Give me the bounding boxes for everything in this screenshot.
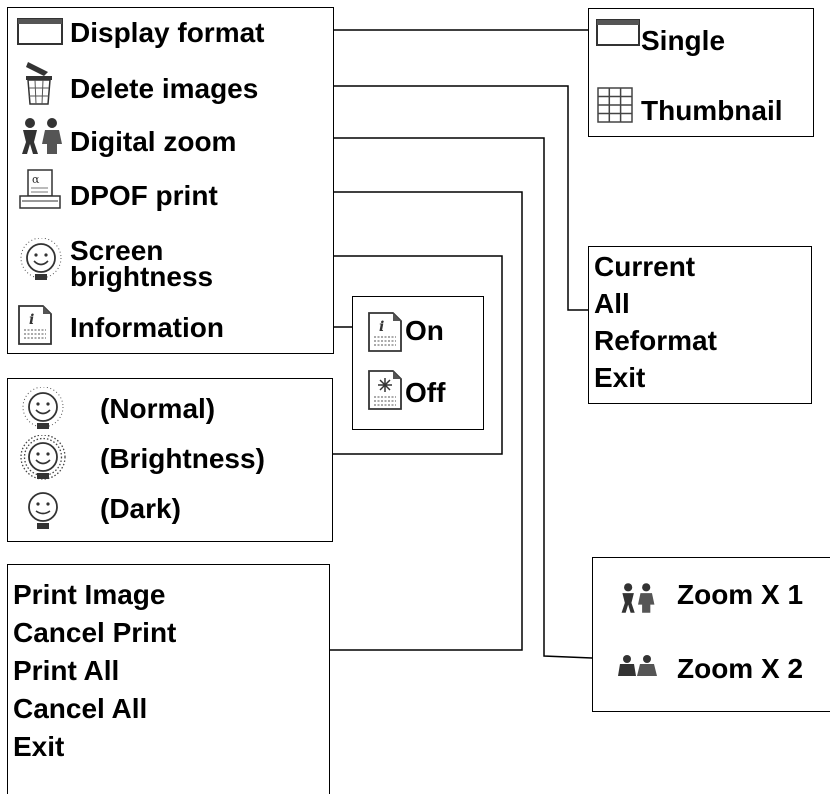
high-brightness-icon bbox=[18, 434, 68, 490]
option-dark[interactable]: (Dark) bbox=[100, 493, 181, 524]
svg-text:i: i bbox=[379, 319, 384, 335]
printer-icon: α bbox=[18, 168, 62, 217]
menu-item-information[interactable]: Information bbox=[70, 312, 224, 343]
zoom-x2-icon bbox=[615, 654, 659, 683]
svg-text:α: α bbox=[32, 173, 40, 186]
display-format-menu: Single Thumbnail bbox=[588, 8, 814, 137]
connector-delete-images bbox=[298, 85, 588, 311]
option-cancel-all[interactable]: Cancel All bbox=[13, 693, 148, 724]
option-thumbnail[interactable]: Thumbnail bbox=[641, 95, 783, 126]
option-exit-delete[interactable]: Exit bbox=[594, 362, 646, 393]
digital-zoom-menu: Zoom X 1 Zoom X 2 bbox=[592, 557, 830, 712]
single-frame-icon bbox=[596, 19, 640, 52]
delete-images-menu: Current All Reformat Exit bbox=[588, 246, 812, 404]
information-menu: i On Off bbox=[352, 296, 484, 430]
option-exit-dpof[interactable]: Exit bbox=[13, 731, 65, 762]
dark-brightness-icon bbox=[20, 487, 66, 538]
option-info-off[interactable]: Off bbox=[405, 377, 446, 408]
trash-icon bbox=[18, 58, 58, 111]
option-info-on[interactable]: On bbox=[405, 315, 444, 346]
menu-item-dpof-print[interactable]: DPOF print bbox=[70, 180, 218, 211]
brightness-menu: (Normal) (Brightness) (Dark) bbox=[7, 378, 333, 542]
option-all[interactable]: All bbox=[594, 288, 630, 319]
option-zoom-x1[interactable]: Zoom X 1 bbox=[677, 579, 804, 610]
info-off-icon bbox=[367, 369, 403, 416]
info-on-icon: i bbox=[367, 311, 403, 358]
menu-item-screen-brightness-line1[interactable]: Screen bbox=[70, 235, 164, 266]
smiley-bulb-icon bbox=[18, 237, 64, 289]
menu-item-delete-images[interactable]: Delete images bbox=[70, 73, 259, 104]
option-reformat[interactable]: Reformat bbox=[594, 325, 717, 356]
option-single[interactable]: Single bbox=[641, 25, 726, 56]
dpof-print-menu: Print Image Cancel Print Print All Cance… bbox=[7, 564, 330, 794]
grid-icon bbox=[597, 87, 633, 128]
menu-item-digital-zoom[interactable]: Digital zoom bbox=[70, 126, 237, 157]
option-print-all[interactable]: Print All bbox=[13, 655, 120, 686]
option-brightness[interactable]: (Brightness) bbox=[100, 443, 265, 474]
people-zoom-icon bbox=[14, 116, 70, 161]
menu-item-display-format[interactable]: Display format bbox=[70, 17, 265, 48]
option-cancel-print[interactable]: Cancel Print bbox=[13, 617, 177, 648]
option-print-image[interactable]: Print Image bbox=[13, 579, 166, 610]
main-menu: Display format Delete images Digital zoo… bbox=[7, 7, 334, 354]
svg-text:i: i bbox=[29, 312, 34, 328]
option-current[interactable]: Current bbox=[594, 251, 696, 282]
display-format-icon bbox=[17, 18, 63, 51]
normal-brightness-icon bbox=[20, 386, 66, 438]
option-zoom-x2[interactable]: Zoom X 2 bbox=[677, 653, 804, 684]
menu-item-screen-brightness-line2[interactable]: brightness bbox=[70, 261, 214, 292]
option-normal[interactable]: (Normal) bbox=[100, 393, 216, 424]
zoom-x1-icon bbox=[615, 578, 661, 623]
info-page-icon: i bbox=[17, 304, 53, 351]
